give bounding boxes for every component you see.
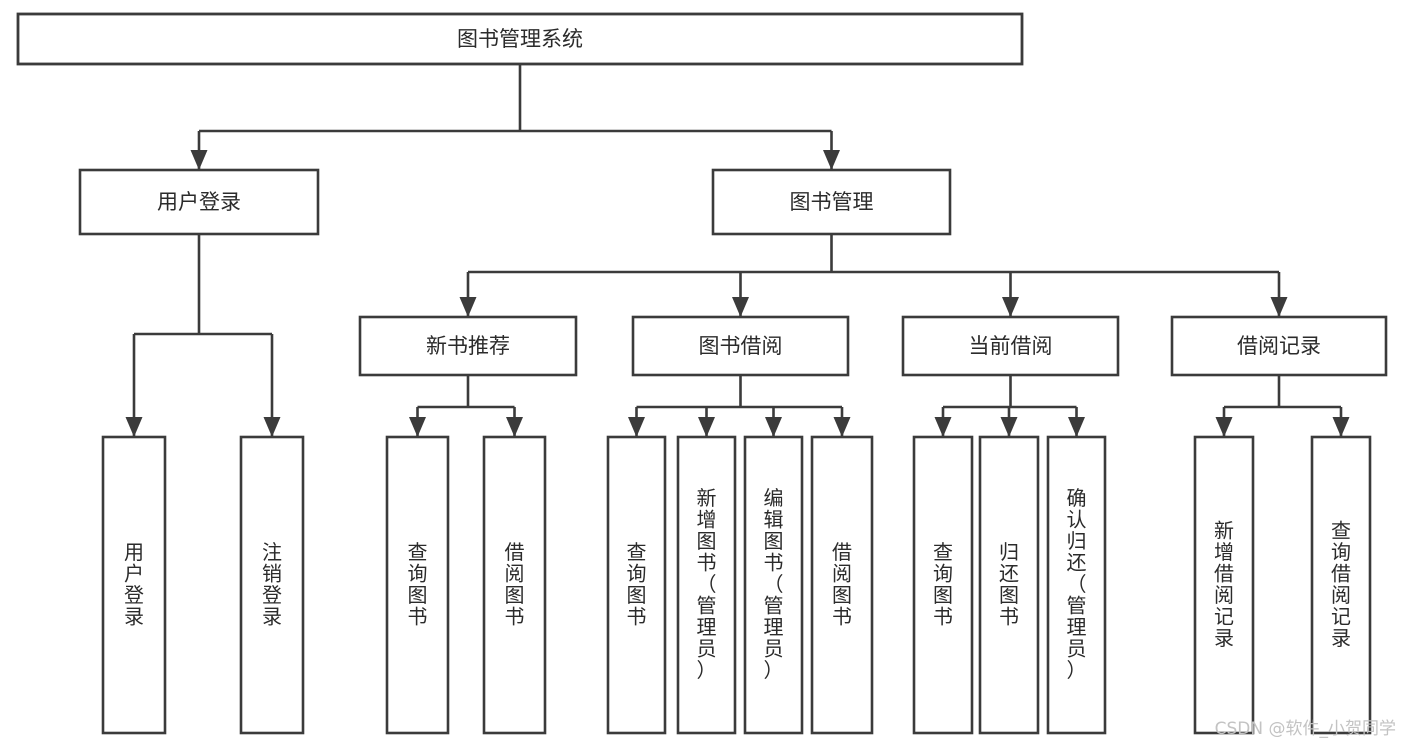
- node-book-manage-label: 图书管理: [790, 190, 874, 214]
- node-borrow-record-label: 借阅记录: [1237, 334, 1321, 358]
- arrow-head-leaf-query-book-borrow: [628, 417, 645, 437]
- node-layer: 图书管理系统用户登录图书管理新书推荐图书借阅当前借阅借阅记录用户登录注销登录查询…: [16, 12, 1388, 735]
- arrow-head-leaf-query-book-rec: [409, 417, 426, 437]
- node-current-borrow-label: 当前借阅: [969, 334, 1053, 358]
- node-leaf-add-borrow-record-box: [1193, 435, 1255, 735]
- node-borrow-record-box: [1170, 315, 1388, 377]
- node-leaf-query-book-borrow[interactable]: 查询图书: [606, 435, 667, 735]
- node-leaf-edit-book-admin[interactable]: 编辑图书（管理员）: [743, 435, 804, 735]
- node-root-box: [16, 12, 1024, 66]
- node-book-borrow-label: 图书借阅: [699, 334, 783, 358]
- node-leaf-edit-book-admin-box: [743, 435, 804, 735]
- arrow-head-leaf-borrow-book: [833, 417, 851, 437]
- node-leaf-borrow-book-box: [810, 435, 874, 735]
- node-leaf-query-borrow-record-label: 查询借阅记录: [1331, 518, 1351, 650]
- arrow-head-leaf-query-book-current: [934, 417, 952, 437]
- node-current-borrow-box: [901, 315, 1120, 377]
- node-leaf-return-book[interactable]: 归还图书: [978, 435, 1040, 735]
- arrow-head-borrow-record: [1270, 297, 1288, 317]
- node-leaf-query-borrow-record[interactable]: 查询借阅记录: [1310, 435, 1372, 735]
- node-leaf-confirm-return-admin-label: 确认归还（管理员）: [1067, 486, 1087, 682]
- node-leaf-add-borrow-record[interactable]: 新增借阅记录: [1193, 435, 1255, 735]
- node-new-book-recommend[interactable]: 新书推荐: [358, 315, 578, 377]
- node-leaf-borrow-book-rec-box: [482, 435, 547, 735]
- node-leaf-query-book-borrow-label: 查询图书: [627, 539, 647, 628]
- node-new-book-recommend-label: 新书推荐: [426, 334, 510, 358]
- node-user-login-label: 用户登录: [157, 190, 241, 214]
- node-leaf-user-login[interactable]: 用户登录: [101, 435, 167, 735]
- node-book-borrow-box: [631, 315, 850, 377]
- node-leaf-query-book-current[interactable]: 查询图书: [912, 435, 974, 735]
- node-leaf-user-logout[interactable]: 注销登录: [239, 435, 305, 735]
- arrow-head-leaf-user-login: [125, 417, 143, 437]
- node-book-manage[interactable]: 图书管理: [711, 168, 952, 236]
- node-leaf-confirm-return-admin[interactable]: 确认归还（管理员）: [1046, 435, 1107, 735]
- node-leaf-user-login-box: [101, 435, 167, 735]
- node-leaf-add-book-admin-label: 新增图书（管理员）: [697, 486, 717, 682]
- node-user-login[interactable]: 用户登录: [78, 168, 320, 236]
- node-leaf-user-login-label: 用户登录: [124, 539, 144, 628]
- arrow-head-leaf-edit-book-admin: [765, 417, 782, 437]
- node-current-borrow[interactable]: 当前借阅: [901, 315, 1120, 377]
- node-book-borrow[interactable]: 图书借阅: [631, 315, 850, 377]
- arrow-head-leaf-confirm-return-admin: [1068, 417, 1085, 437]
- node-leaf-return-book-box: [978, 435, 1040, 735]
- node-borrow-record[interactable]: 借阅记录: [1170, 315, 1388, 377]
- node-leaf-confirm-return-admin-box: [1046, 435, 1107, 735]
- node-leaf-query-borrow-record-box: [1310, 435, 1372, 735]
- node-leaf-user-logout-label: 注销登录: [262, 539, 282, 628]
- node-book-manage-box: [711, 168, 952, 236]
- arrow-head-leaf-user-logout: [263, 417, 281, 437]
- arrow-head-book-manage: [823, 150, 840, 170]
- node-leaf-add-book-admin-box: [676, 435, 737, 735]
- node-root-label: 图书管理系统: [457, 27, 583, 51]
- node-leaf-query-book-rec[interactable]: 查询图书: [385, 435, 450, 735]
- node-leaf-borrow-book-label: 借阅图书: [832, 539, 852, 628]
- arrow-head-current-borrow: [1002, 297, 1019, 317]
- arrow-head-new-book-recommend: [459, 297, 477, 317]
- node-leaf-borrow-book-rec[interactable]: 借阅图书: [482, 435, 547, 735]
- node-leaf-return-book-label: 归还图书: [999, 539, 1019, 628]
- node-leaf-query-book-rec-label: 查询图书: [408, 539, 428, 628]
- node-leaf-borrow-book-rec-label: 借阅图书: [505, 539, 525, 628]
- node-leaf-query-book-current-label: 查询图书: [933, 539, 953, 628]
- node-leaf-add-borrow-record-label: 新增借阅记录: [1214, 518, 1234, 650]
- node-user-login-box: [78, 168, 320, 236]
- arrow-head-leaf-add-borrow-record: [1215, 417, 1233, 437]
- node-leaf-edit-book-admin-label: 编辑图书（管理员）: [764, 486, 784, 682]
- watermark-label: CSDN @软件_小贺同学: [1215, 719, 1396, 739]
- connector-layer: [125, 64, 1350, 437]
- node-leaf-add-book-admin[interactable]: 新增图书（管理员）: [676, 435, 737, 735]
- node-new-book-recommend-box: [358, 315, 578, 377]
- arrow-head-leaf-borrow-book-rec: [506, 417, 523, 437]
- node-leaf-query-book-current-box: [912, 435, 974, 735]
- node-leaf-user-logout-box: [239, 435, 305, 735]
- node-leaf-query-book-borrow-box: [606, 435, 667, 735]
- node-root[interactable]: 图书管理系统: [16, 12, 1024, 66]
- node-leaf-query-book-rec-box: [385, 435, 450, 735]
- arrow-head-user-login: [190, 150, 208, 170]
- node-leaf-borrow-book[interactable]: 借阅图书: [810, 435, 874, 735]
- arrow-head-leaf-query-borrow-record: [1332, 417, 1350, 437]
- arrow-head-leaf-add-book-admin: [698, 417, 715, 437]
- arrow-head-book-borrow: [732, 297, 749, 317]
- arrow-head-leaf-return-book: [1000, 417, 1018, 437]
